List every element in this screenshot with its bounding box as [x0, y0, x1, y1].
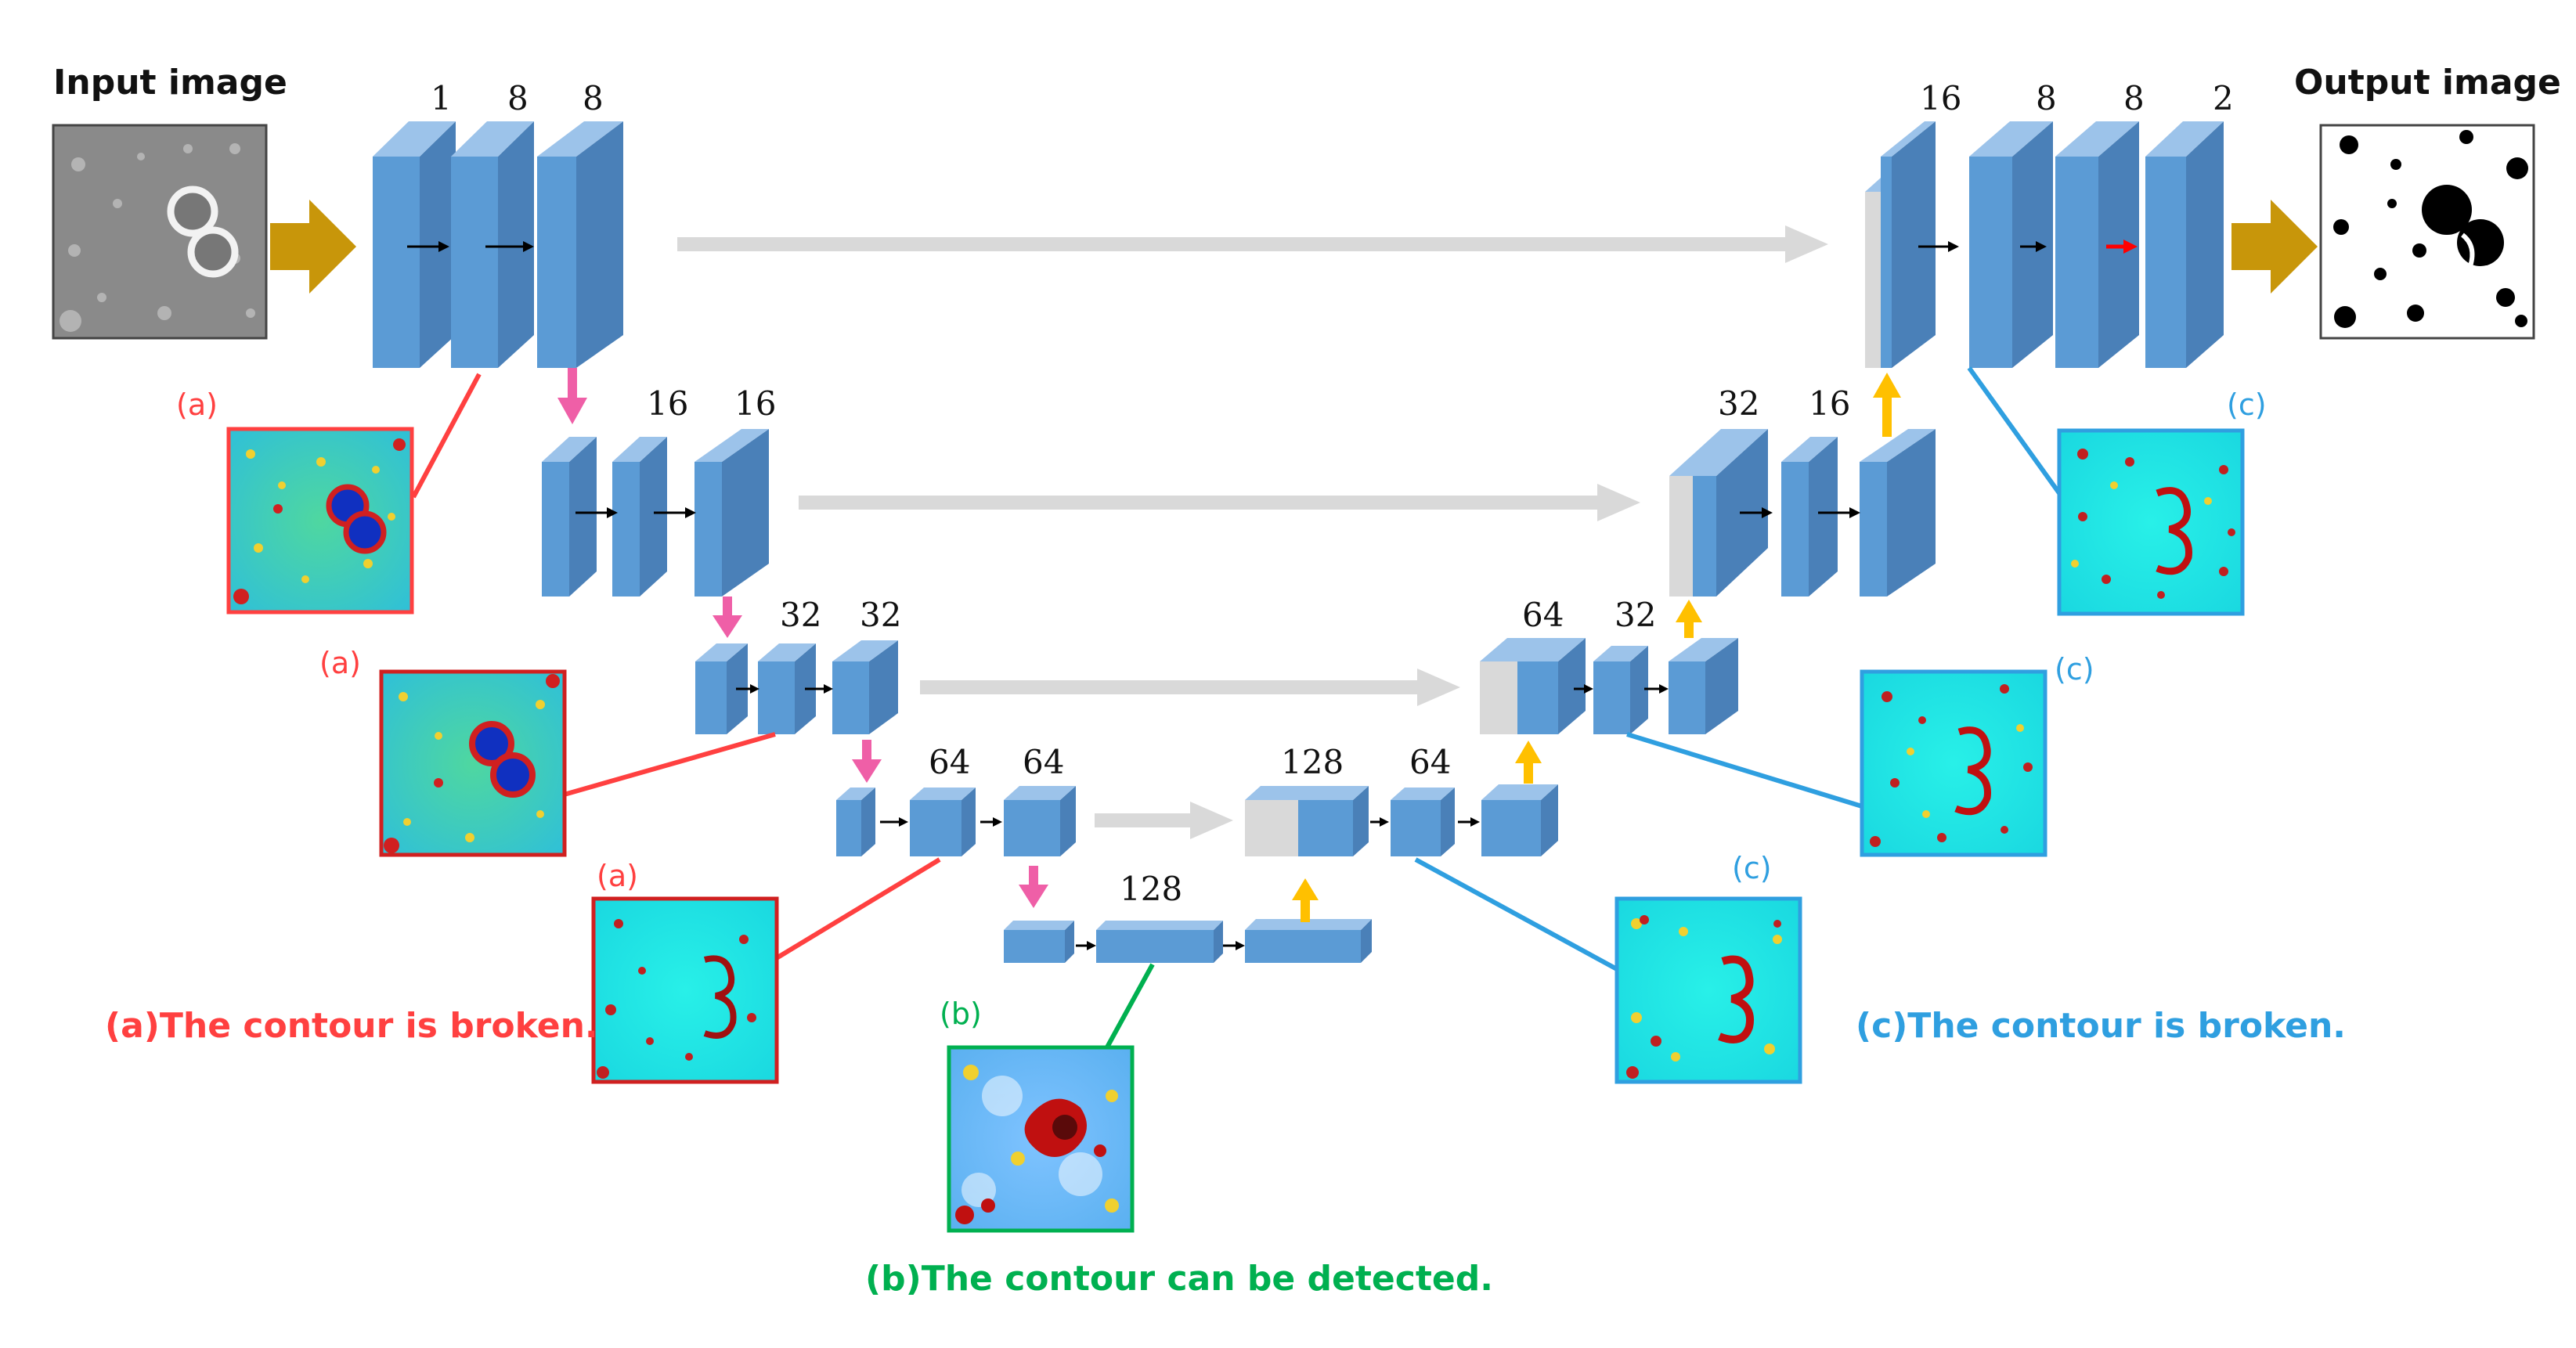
up-arrow	[1676, 600, 1702, 638]
feature-block	[1004, 786, 1076, 856]
channel-label: 16	[1920, 79, 1961, 117]
feature-map-a2	[379, 669, 567, 857]
up-arrow	[1292, 878, 1319, 922]
concat-block	[1245, 786, 1369, 856]
skip-arrow-level-1	[677, 225, 1828, 263]
feature-map-c4	[1615, 896, 1802, 1084]
channel-label: 16	[647, 384, 688, 423]
channel-label: 64	[1023, 743, 1064, 781]
channel-labels: 1 8 8 16 16 32 32 64 64 128 128 64 64 32…	[431, 79, 2234, 908]
feature-block	[542, 437, 597, 597]
channel-label: 8	[2123, 79, 2145, 117]
feature-block	[1881, 121, 1936, 368]
channel-label: 8	[583, 79, 604, 117]
down-arrow	[1019, 866, 1048, 908]
feature-block	[1969, 121, 2053, 368]
channel-label: 32	[780, 596, 821, 634]
note-c: (c)The contour is broken.	[1856, 1006, 2346, 1046]
tags: (a) (a) (a) (b) (c) (c) (c)	[176, 387, 2267, 1031]
feature-block	[1781, 437, 1838, 597]
channel-label: 32	[1718, 384, 1759, 423]
channel-label: 64	[929, 743, 970, 781]
tag-a: (a)	[176, 387, 218, 422]
feature-block	[1245, 919, 1372, 963]
channel-label: 16	[1809, 384, 1850, 423]
channel-label: 16	[734, 384, 776, 423]
skip-arrow-level-2	[799, 484, 1640, 521]
input-arrow	[270, 200, 356, 294]
downsample-arrows	[557, 368, 1048, 908]
tag-c: (c)	[2055, 652, 2094, 687]
feature-block	[910, 788, 976, 856]
feature-block	[1096, 921, 1223, 963]
tag-a: (a)	[319, 646, 361, 680]
input-image	[52, 124, 268, 340]
channel-label: 8	[507, 79, 529, 117]
input-image-label: Input image	[53, 63, 287, 103]
feature-block	[758, 643, 816, 734]
feature-block	[2145, 121, 2224, 368]
feature-block	[836, 788, 875, 856]
output-arrow	[2231, 200, 2318, 294]
channel-label: 128	[1120, 870, 1182, 908]
feature-block	[612, 437, 667, 597]
down-arrow	[557, 368, 587, 424]
down-arrow	[852, 740, 882, 783]
decoder-level-3	[1480, 638, 1738, 734]
feature-block	[1669, 638, 1738, 734]
feature-block	[1004, 921, 1074, 963]
tag-a: (a)	[597, 859, 638, 893]
feature-block	[1391, 788, 1455, 856]
decoder-level-2	[1669, 429, 1936, 597]
bottleneck	[1004, 919, 1372, 963]
channel-label: 32	[1615, 596, 1656, 634]
tag-b: (b)	[940, 997, 982, 1031]
feature-block	[1593, 646, 1648, 734]
leader-lines	[411, 366, 2062, 1054]
feature-map-c2	[2057, 428, 2245, 616]
feature-block	[1481, 784, 1558, 856]
feature-block	[695, 429, 769, 597]
feature-map-c3	[1860, 669, 2047, 857]
up-arrow	[1873, 373, 1901, 437]
channel-label: 128	[1281, 743, 1344, 781]
note-a: (a)The contour is broken.	[105, 1006, 598, 1046]
feature-block	[537, 121, 623, 368]
feature-map-b	[947, 1045, 1135, 1233]
skip-connections	[677, 225, 1828, 839]
tag-c: (c)	[2227, 387, 2267, 422]
feature-block	[373, 121, 456, 368]
channel-label: 32	[860, 596, 901, 634]
channel-label: 64	[1522, 596, 1564, 634]
concat-block	[1480, 638, 1586, 734]
encoder-level-1	[373, 121, 623, 368]
skip-arrow-level-3	[920, 669, 1460, 706]
upsample-arrows	[1292, 373, 1901, 922]
output-image	[2319, 124, 2535, 340]
encoder-level-4	[836, 786, 1076, 856]
encoder-level-2	[542, 429, 769, 597]
feature-block	[451, 121, 534, 368]
channel-label: 8	[2036, 79, 2057, 117]
tag-c: (c)	[1732, 851, 1772, 885]
skip-arrow-level-4	[1095, 802, 1233, 839]
up-arrow	[1515, 741, 1542, 784]
decoder-level-1	[1865, 121, 2224, 368]
down-arrow	[713, 597, 742, 638]
output-image-label: Output image	[2294, 63, 2561, 103]
channel-label: 1	[431, 79, 452, 117]
decoder-level-4	[1245, 784, 1558, 856]
feature-map-a1	[226, 427, 414, 615]
channel-label: 64	[1409, 743, 1451, 781]
channel-label: 2	[2213, 79, 2234, 117]
feature-map-a3	[591, 896, 779, 1084]
note-b: (b)The contour can be detected.	[865, 1259, 1493, 1299]
feature-block	[1860, 429, 1936, 597]
encoder-level-3	[695, 640, 898, 734]
feature-block	[832, 640, 898, 734]
